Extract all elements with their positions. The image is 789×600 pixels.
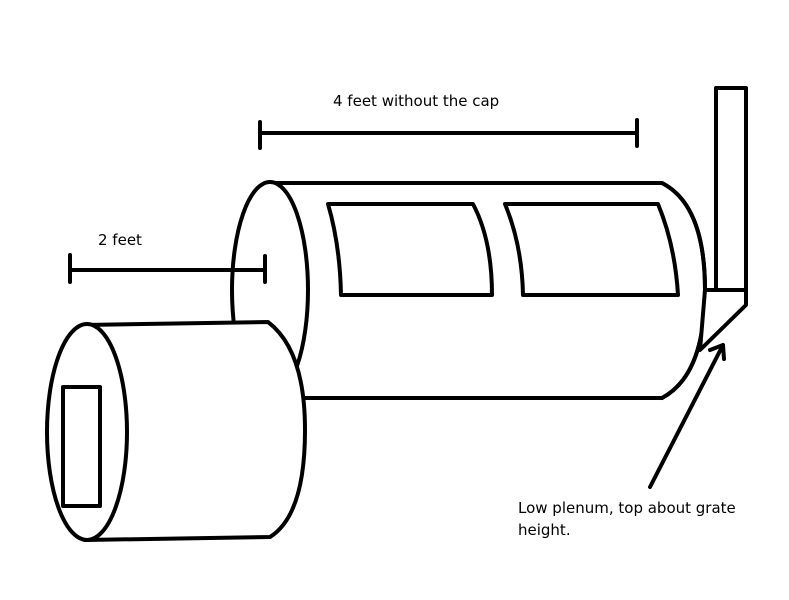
- label-plenum-line1: Low plenum, top about grate: [518, 499, 736, 517]
- dimension-small: [68, 253, 267, 284]
- door-left: [326, 202, 494, 297]
- plenum: [698, 288, 748, 352]
- firebox-end: [45, 322, 129, 542]
- plenum-arrow-head: [708, 343, 726, 361]
- main-chamber: [230, 180, 707, 400]
- label-length-small: 2 feet: [98, 231, 142, 249]
- firebox-body: [83, 320, 307, 542]
- label-plenum-line2: height.: [518, 521, 571, 539]
- firebox-door: [61, 385, 102, 508]
- firebox: [45, 320, 307, 542]
- dimension-large: [258, 118, 639, 150]
- chimney: [714, 86, 748, 292]
- plenum-arrow-shaft: [648, 343, 725, 489]
- plenum-arrow: [648, 343, 726, 489]
- door-right: [503, 202, 680, 297]
- label-length-large: 4 feet without the cap: [333, 92, 500, 110]
